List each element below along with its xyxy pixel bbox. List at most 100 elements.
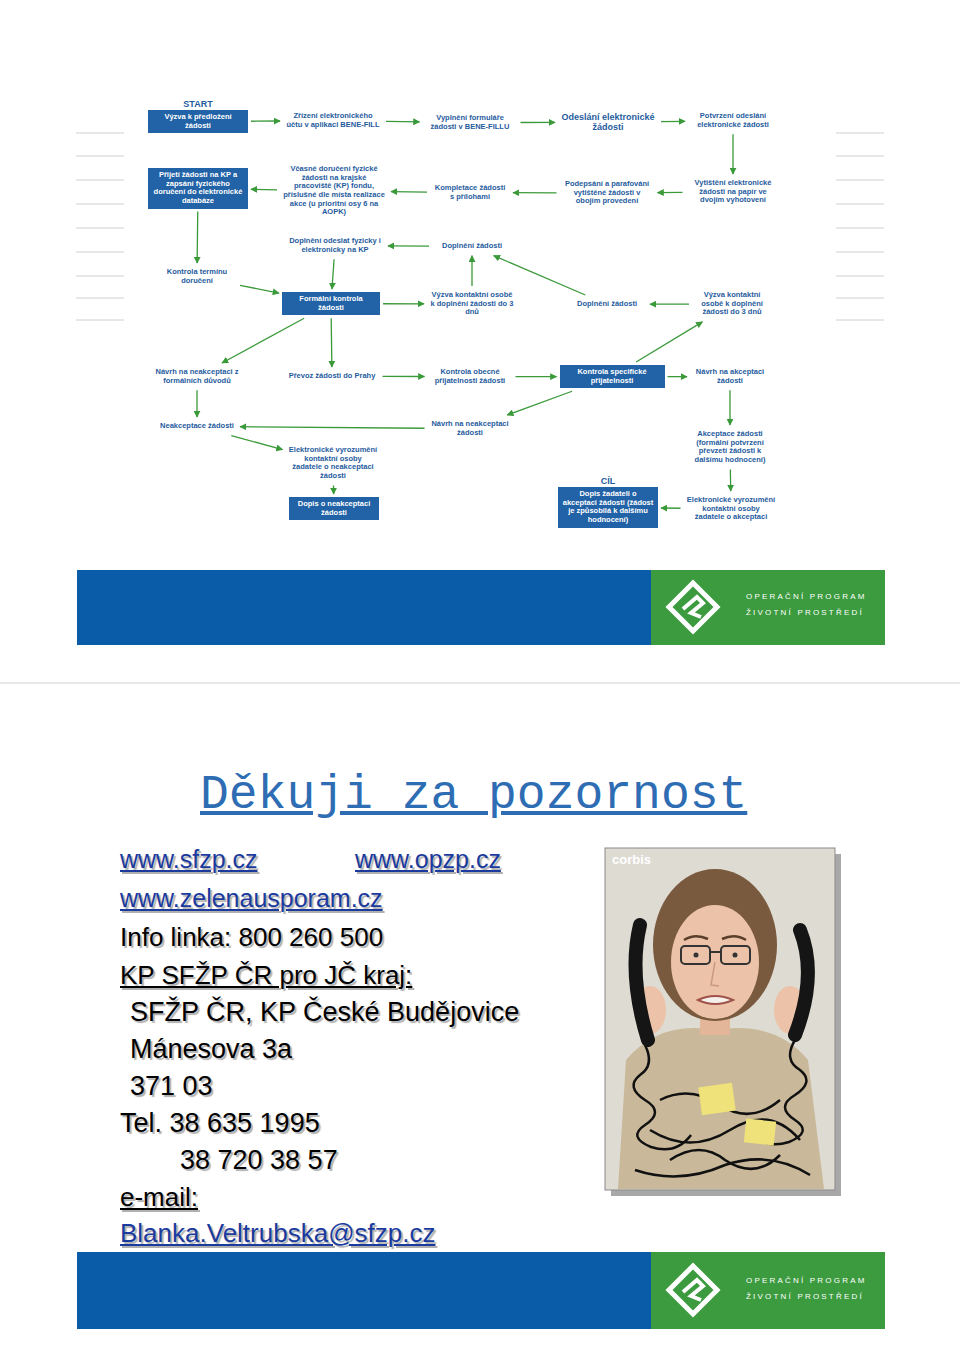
handout-lines bbox=[76, 133, 124, 134]
process-step: Návrh na akceptaci žádosti bbox=[690, 366, 770, 387]
flow-arrow bbox=[331, 318, 333, 367]
flow-arrow bbox=[391, 191, 427, 193]
flow-arrow bbox=[730, 470, 732, 492]
process-step: Doplnění žádosti bbox=[567, 298, 647, 311]
photo-illustration bbox=[721, 946, 750, 964]
photo-illustration bbox=[710, 951, 721, 953]
handout-lines bbox=[836, 298, 884, 299]
contact-text: Tel. 38 635 1995 bbox=[120, 1108, 320, 1139]
photo-illustration bbox=[605, 848, 841, 1196]
flow-arrow bbox=[332, 259, 334, 289]
handout-lines bbox=[836, 133, 884, 134]
contact-text: Info linka: 800 260 500 bbox=[120, 922, 383, 953]
flow-arrow bbox=[658, 192, 683, 193]
flow-arrow bbox=[222, 318, 304, 363]
process-step: Elektronické vyrozumění kontaktní osoby … bbox=[286, 444, 381, 483]
contact-text: 38 720 38 57 bbox=[180, 1145, 338, 1176]
step-text: Dopis o neakceptaci žádosti bbox=[293, 500, 375, 517]
process-step: Výzva kontaktní osobě k doplnění žádosti… bbox=[692, 289, 772, 319]
logo-symbol bbox=[683, 597, 703, 617]
slide-title: Děkuji za pozornost bbox=[200, 768, 747, 822]
process-box: STARTVýzva k předložení žádosti bbox=[148, 110, 248, 133]
handout-lines bbox=[76, 298, 124, 299]
footer-band bbox=[77, 1252, 885, 1329]
process-step: Neakceptace žádosti bbox=[157, 420, 237, 433]
footer-band bbox=[77, 570, 885, 645]
logo-symbol bbox=[669, 583, 717, 631]
step-text: Potvrzení odeslání elektronické žádosti bbox=[691, 112, 775, 129]
flow-arrow bbox=[507, 391, 572, 415]
handout-lines bbox=[836, 276, 884, 277]
step-text: Dopis žadateli o akceptaci žádosti (žádo… bbox=[562, 490, 654, 525]
step-text: Výzva k předložení žádosti bbox=[152, 113, 244, 130]
flow-arrow bbox=[650, 303, 689, 304]
flow-arrow bbox=[661, 507, 681, 509]
step-text: Podepsání a parafování vytištěné žádosti… bbox=[563, 180, 652, 206]
flow-arrow bbox=[251, 189, 277, 191]
logo-text: OPERAČNÍ PROGRAM bbox=[746, 592, 867, 601]
step-text: Výzva kontaktní osobě k doplnění žádosti… bbox=[695, 291, 769, 317]
logo-text: ŽIVOTNÍ PROSTŘEDÍ bbox=[746, 608, 864, 617]
process-step: Návrh na neakceptaci žádosti bbox=[428, 418, 513, 439]
step-text: Doplnění žádosti bbox=[435, 242, 509, 251]
step-text: Výzva kontaktní osobě k doplnění žádosti… bbox=[430, 291, 514, 317]
process-step: Doplnění žádosti bbox=[432, 240, 512, 253]
photo-illustration bbox=[634, 1045, 691, 1149]
footer-band bbox=[77, 1252, 651, 1329]
process-step: Vyplnění formuláře žádosti v BENE-FILLU bbox=[423, 112, 518, 133]
step-text: Včasné doručení fyzické žádosti na krajs… bbox=[283, 165, 385, 217]
flow-arrow bbox=[240, 427, 425, 429]
photo-illustration bbox=[681, 946, 710, 964]
flow-arrow bbox=[251, 120, 280, 122]
step-heading: CÍL bbox=[558, 476, 658, 486]
process-step: Odeslání elektronické žádosti bbox=[558, 110, 658, 135]
footer-band bbox=[651, 1252, 885, 1329]
flow-arrow bbox=[240, 285, 279, 293]
logo-text: ŽIVOTNÍ PROSTŘEDÍ bbox=[746, 1292, 864, 1301]
step-heading: START bbox=[148, 99, 248, 109]
process-step: Včasné doručení fyzické žádosti na krajs… bbox=[280, 163, 388, 219]
step-text: Kontrola specifické přijatelnosti bbox=[564, 368, 661, 385]
step-text: Akceptace žádosti (formální potvrzení př… bbox=[688, 430, 772, 465]
footer-band bbox=[77, 570, 651, 645]
photo-illustration bbox=[684, 936, 746, 940]
step-text: Kontrola obecné přijatelnosti žádosti bbox=[431, 368, 510, 385]
process-step: Zřízení elektronického účtu v aplikaci B… bbox=[283, 110, 383, 131]
handout-lines bbox=[76, 204, 124, 205]
photo-illustration bbox=[744, 1118, 776, 1145]
photo-illustration bbox=[694, 953, 699, 958]
flow-arrow bbox=[521, 122, 556, 123]
logo-symbol bbox=[669, 1266, 717, 1314]
step-text: Doplnění odeslat fyzicky i elektronicky … bbox=[288, 237, 382, 254]
process-step: Akceptace žádosti (formální potvrzení př… bbox=[685, 428, 775, 467]
process-box: Formální kontrola žádosti bbox=[282, 292, 380, 315]
photo-illustration bbox=[635, 1159, 810, 1176]
flow-arrow bbox=[732, 134, 733, 174]
web-link: www.zelenausporam.cz bbox=[120, 884, 383, 913]
process-box: Přijetí žádosti na KP a zapsání fyzickéh… bbox=[148, 168, 248, 209]
contact-text: 371 03 bbox=[130, 1071, 213, 1102]
step-text: Návrh na akceptaci žádosti bbox=[693, 368, 767, 385]
flow-arrow bbox=[516, 376, 557, 377]
flow-arrow bbox=[661, 121, 685, 123]
step-text: Formální kontrola žádosti bbox=[286, 295, 376, 312]
step-text: Vyplnění formuláře žádosti v BENE-FILLU bbox=[426, 114, 515, 131]
flow-arrow bbox=[231, 436, 282, 450]
flow-arrow bbox=[636, 322, 702, 362]
process-step: Návrh na neakceptaci z formálních důvodů bbox=[152, 366, 242, 387]
handout-lines bbox=[76, 180, 124, 181]
handout-lines bbox=[0, 683, 960, 684]
process-step: Doplnění odeslat fyzicky i elektronicky … bbox=[285, 235, 385, 256]
photo-illustration bbox=[711, 962, 719, 986]
flow-arrow bbox=[513, 192, 557, 193]
handout-lines bbox=[836, 204, 884, 205]
step-text: Převoz žádosti do Prahy bbox=[288, 372, 377, 381]
step-text: Zřízení elektronického účtu v aplikaci B… bbox=[286, 112, 380, 129]
step-text: Elektronické vyrozumění kontaktní osoby … bbox=[687, 496, 776, 522]
photo-illustration bbox=[605, 848, 835, 1190]
photo-illustration bbox=[634, 1040, 810, 1176]
process-step: Výzva kontaktní osobě k doplnění žádosti… bbox=[427, 289, 517, 319]
handout-lines bbox=[836, 228, 884, 229]
